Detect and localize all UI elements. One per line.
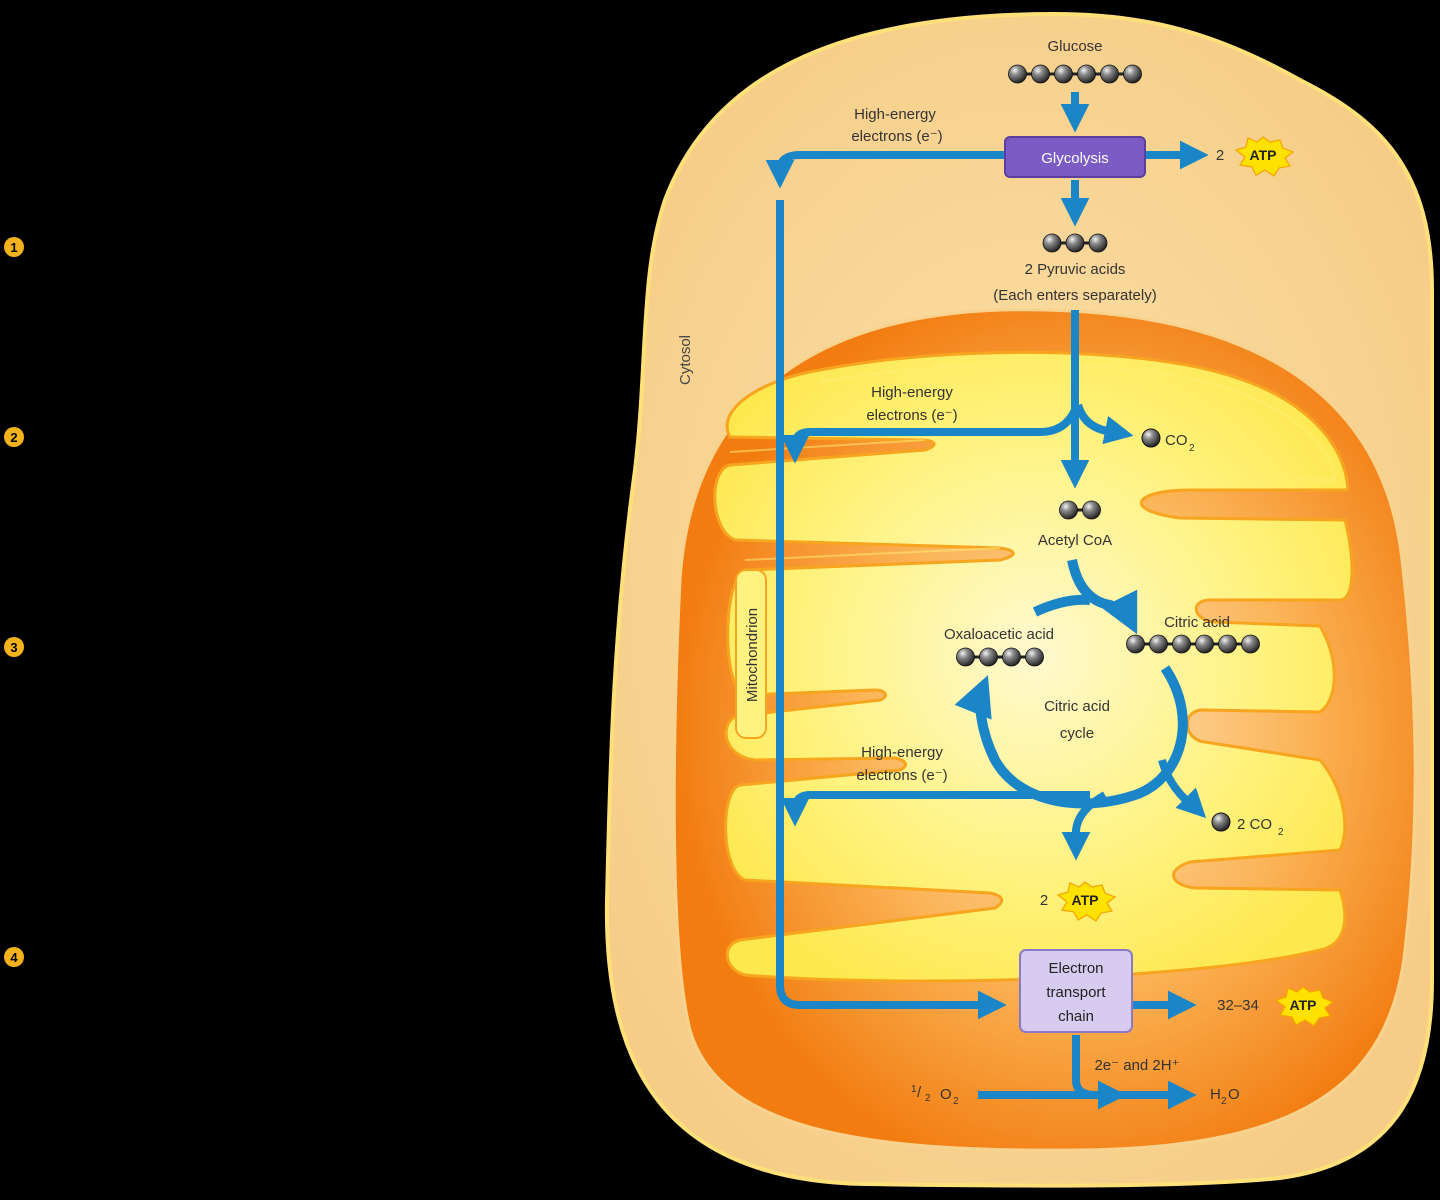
glycolysis-box: Glycolysis: [1004, 136, 1146, 178]
water-h: H: [1210, 1086, 1221, 1103]
citric-acid-cycle-line-1: Citric acid: [1044, 698, 1110, 715]
water-group: H 2 O: [1210, 1086, 1240, 1107]
atp-badge-glycolysis: ATP: [1235, 136, 1294, 177]
citric-acid-cycle-line-2: cycle: [1060, 725, 1094, 742]
fraction-slash: /: [917, 1084, 922, 1101]
glycolysis-atp-count: 2: [1216, 147, 1224, 164]
water-o: O: [1228, 1086, 1240, 1103]
glucose-label: Glucose: [1047, 38, 1102, 55]
carbon-atom: [1100, 64, 1119, 84]
high-energy-1-line-1: High-energy: [854, 106, 936, 123]
mitochondrion-label-box: Mitochondrion: [735, 569, 767, 739]
step-marker-3: 3: [4, 637, 24, 657]
co2-carbon-atom: [1211, 812, 1231, 832]
atp-badge-cycle: ATP: [1057, 881, 1116, 922]
carbon-atom: [1025, 647, 1044, 667]
cycle-atp-count: 2: [1040, 892, 1048, 909]
carbon-atom: [1082, 500, 1101, 520]
etc-line-1: Electron: [1048, 960, 1103, 977]
carbon-atom: [1218, 634, 1237, 654]
acetyl-coa-molecule: [1059, 500, 1101, 520]
atp-label: ATP: [1290, 997, 1317, 1013]
citric-acid-molecule: [1126, 634, 1260, 654]
carbon-atom: [1065, 233, 1085, 253]
co2-second-group: 2 CO 2: [1237, 816, 1284, 838]
pyruvic-acid-molecule: [1042, 233, 1108, 253]
carbon-atom: [1241, 634, 1260, 654]
step-marker-2: 2: [4, 427, 24, 447]
oxygen-fraction-denominator: 2: [925, 1093, 931, 1104]
co2-first-group: CO 2: [1165, 432, 1195, 454]
co2-carbon-atom: [1141, 428, 1161, 448]
carbon-atom: [1077, 64, 1096, 84]
high-energy-3-line-2: electrons (e⁻): [856, 767, 947, 784]
high-energy-2-line-2: electrons (e⁻): [866, 407, 957, 424]
high-energy-1-line-2: electrons (e⁻): [851, 128, 942, 145]
atp-badge-etc: ATP: [1275, 986, 1334, 1027]
oxygen-group: 1 / 2 O 2: [911, 1084, 959, 1107]
atp-label: ATP: [1072, 892, 1099, 908]
high-energy-3-line-1: High-energy: [861, 744, 943, 761]
oxaloacetic-acid-molecule: [956, 647, 1044, 667]
carbon-atom: [1195, 634, 1214, 654]
carbon-atom: [1088, 233, 1108, 253]
pyruvic-acids-label: 2 Pyruvic acids: [1025, 261, 1126, 278]
carbon-atom: [1054, 64, 1073, 84]
carbon-atom: [1031, 64, 1050, 84]
atp-label: ATP: [1250, 147, 1277, 163]
carbon-molecules: [956, 64, 1260, 832]
carbon-atom: [1149, 634, 1168, 654]
high-energy-2-line-1: High-energy: [871, 384, 953, 401]
oxygen-label: O: [940, 1086, 952, 1103]
electrons-hydrogen-label: 2e⁻ and 2H⁺: [1094, 1057, 1179, 1074]
cytosol-label: Cytosol: [677, 335, 694, 385]
carbon-atom: [1126, 634, 1145, 654]
carbon-atom: [979, 647, 998, 667]
pathway-arrows: [765, 92, 1209, 1110]
carbon-atom: [1002, 647, 1021, 667]
water-subscript: 2: [1221, 1096, 1227, 1107]
oxygen-subscript: 2: [953, 1096, 959, 1107]
acetyl-coa-label: Acetyl CoA: [1038, 532, 1112, 549]
co2-second-subscript: 2: [1278, 827, 1284, 838]
step-marker-1: 1: [4, 237, 24, 257]
oxaloacetic-acid-label: Oxaloacetic acid: [944, 626, 1054, 643]
carbon-atom: [1059, 500, 1078, 520]
co2-second-label: 2 CO: [1237, 816, 1272, 833]
co2-first-label: CO: [1165, 432, 1188, 449]
carbon-atom: [1008, 64, 1027, 84]
oxygen-fraction-numerator: 1: [911, 1084, 917, 1095]
electron-transport-chain-box: Electron transport chain: [1019, 949, 1133, 1033]
glucose-molecule: [1008, 64, 1142, 84]
carbon-atom: [1123, 64, 1142, 84]
each-enters-label: (Each enters separately): [993, 287, 1156, 304]
carbon-atom: [956, 647, 975, 667]
mitochondrion-label: Mitochondrion: [744, 608, 761, 702]
etc-line-3: chain: [1058, 1008, 1094, 1025]
etc-atp-count: 32–34: [1217, 997, 1259, 1014]
co2-first-subscript: 2: [1189, 443, 1195, 454]
step-marker-4: 4: [4, 947, 24, 967]
glycolysis-label: Glycolysis: [1041, 150, 1109, 167]
etc-line-2: transport: [1046, 984, 1106, 1001]
citric-acid-label: Citric acid: [1164, 614, 1230, 631]
carbon-atom: [1042, 233, 1062, 253]
carbon-atom: [1172, 634, 1191, 654]
